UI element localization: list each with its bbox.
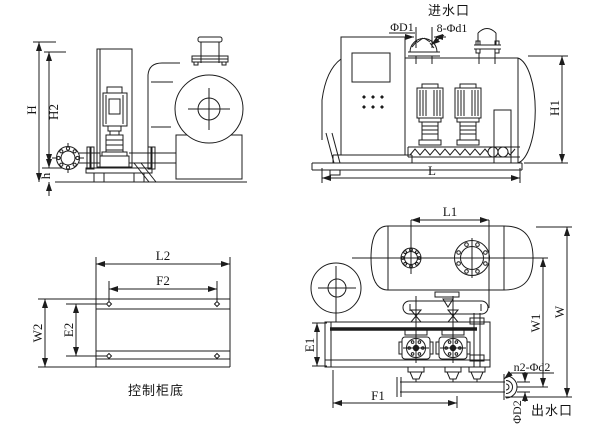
main-tank-plan [352,225,548,291]
tank-bracket [434,291,460,308]
cabinet-screen [351,52,391,83]
label-W2: W2 [30,324,45,343]
bladder-tank-side [147,62,180,158]
dim-L2: L2 [96,248,230,267]
pump-1-plan [398,296,434,382]
label-8-phi-d1: 8-Φd1 [437,21,468,35]
label-E1: E1 [302,338,317,352]
view-system-plan: L1 E1 F1 W1 W n2-Φ [302,204,573,424]
label-H: H [24,105,39,114]
label-h: h [38,172,53,179]
dim-E1: E1 [302,322,327,367]
dim-W: W [505,226,572,398]
pump-2-front [454,83,482,146]
suction-flange [52,143,84,173]
label-F1: F1 [371,388,385,403]
dim-h: h [38,156,62,196]
view-front-elevation: 进水口 ΦD1 8-Φd1 H1 L [311,3,568,183]
bypass-riser-plan [468,313,486,382]
control-cabinet-front [332,36,413,163]
dim-L: L [321,163,521,183]
cabinet-indicator-lights [362,95,384,109]
mounting-holes [105,300,221,360]
riser-pipe [191,36,229,66]
dim-W2: W2 [30,299,48,367]
label-L1: L1 [443,204,457,219]
main-tank-end [174,74,244,180]
label-F2: F2 [156,273,170,288]
callout-bolt-holes-inlet: 8-Φd1 [430,21,468,46]
discharge-manifold-plan [396,377,505,397]
dim-W1: W1 [517,258,548,388]
dim-L1: L1 [410,204,490,308]
pump-side [99,86,130,169]
view-cabinet-base-plan: L2 F2 W2 E2 控制柜底 [30,248,231,398]
vent-nozzle [474,28,501,64]
label-E2: E2 [61,323,76,337]
label-cabinet-base-caption: 控制柜底 [128,383,184,398]
dim-phi-D2: ΦD2 [510,372,530,424]
label-W1: W1 [528,314,543,333]
label-H1: H1 [547,100,562,116]
label-phi-D1: ΦD1 [390,20,413,34]
manifold-front [407,146,520,158]
label-outlet-port: 出水口 [531,403,573,418]
support-pillar [493,109,512,164]
label-inlet-port: 进水口 [428,3,470,18]
main-tank-front [321,57,536,164]
label-W: W [552,305,567,318]
label-phi-D2: ΦD2 [510,400,524,423]
suction-manifold-plan [402,300,489,315]
dim-H2: H2 [44,51,66,163]
view-side-elevation: H H2 h [24,36,247,196]
control-cabinet-side [96,48,133,168]
pump-1-front [416,83,444,146]
label-H2: H2 [46,104,61,120]
riser-plan [310,262,362,322]
label-n2-phi-d2: n2-Φd2 [514,360,551,374]
dim-F1: F1 [332,370,458,408]
label-L: L [428,163,436,178]
callout-bolt-holes-outlet: n2-Φd2 [503,360,554,380]
label-L2: L2 [156,248,170,263]
dim-H1: H1 [524,55,568,164]
pump-2-plan [435,296,471,382]
inlet-nozzle [408,37,440,64]
dim-F2: F2 [109,273,217,292]
dim-H: H [24,41,56,182]
dim-E2: E2 [61,304,79,356]
